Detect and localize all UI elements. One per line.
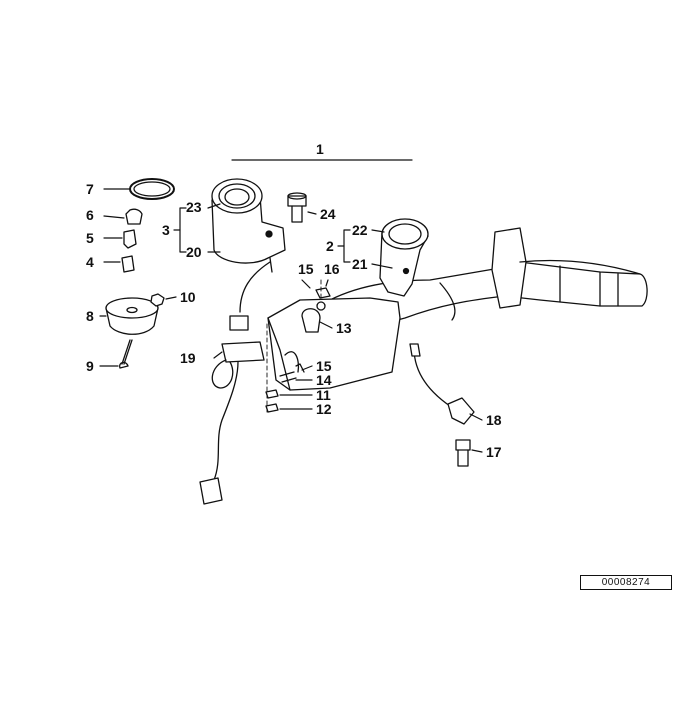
- reference-number: 00008274: [580, 575, 672, 590]
- callout-12: 12: [316, 401, 332, 417]
- callout-2: 2: [326, 238, 334, 254]
- callout-18: 18: [486, 412, 502, 428]
- callout-17: 17: [486, 444, 502, 460]
- callout-21: 21: [352, 256, 368, 272]
- callout-8: 8: [86, 308, 94, 324]
- bolt-24: [287, 192, 307, 223]
- callout-numbers: 1 23 3 20 22 2 21 24 7 6 5 4 10 8 9 15 1…: [86, 141, 502, 460]
- callout-9: 9: [86, 358, 94, 374]
- callout-3: 3: [162, 222, 170, 238]
- callout-24: 24: [320, 206, 336, 222]
- callout-1: 1: [316, 141, 324, 157]
- callout-16: 16: [324, 261, 340, 277]
- assembly-lines: [266, 279, 322, 413]
- callout-20: 20: [186, 244, 202, 260]
- callout-15-top: 15: [298, 261, 314, 277]
- wiring-harness: [199, 341, 265, 505]
- speedometer: [211, 178, 286, 331]
- callout-7: 7: [86, 181, 94, 197]
- callout-19: 19: [180, 350, 196, 366]
- callout-5: 5: [86, 230, 94, 246]
- callout-22: 22: [352, 222, 368, 238]
- callout-13: 13: [336, 320, 352, 336]
- sensor-cable: [409, 343, 475, 467]
- callout-4: 4: [86, 254, 94, 270]
- callout-15-bottom: 15: [316, 358, 332, 374]
- bulb-parts: [121, 178, 175, 273]
- callout-11: 11: [316, 387, 331, 403]
- cup-screw-nut: [105, 293, 165, 369]
- leader-lines: [99, 159, 483, 453]
- rev-counter: [379, 218, 429, 297]
- callout-10: 10: [180, 289, 196, 305]
- handlebar-bracket: [267, 297, 401, 391]
- callout-14: 14: [316, 372, 332, 388]
- callout-6: 6: [86, 207, 94, 223]
- callout-23: 23: [186, 199, 202, 215]
